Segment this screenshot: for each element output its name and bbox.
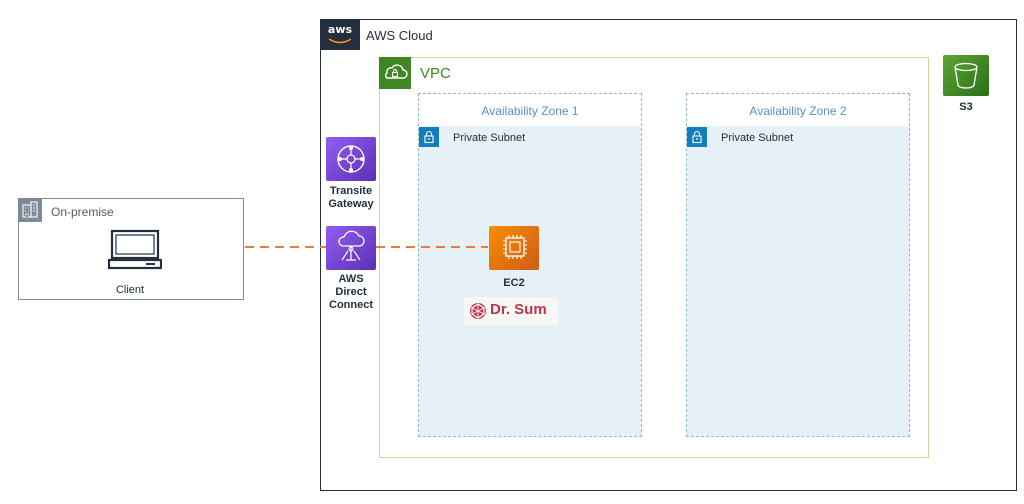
private-subnet-1-label: Private Subnet xyxy=(453,132,526,144)
client-label: Client xyxy=(115,284,145,296)
subnet-lock-icon xyxy=(419,127,439,147)
ec2-icon xyxy=(489,226,539,270)
aws-logo-text: aws xyxy=(327,23,353,36)
drsum-logo-text: Dr. Sum xyxy=(490,301,547,318)
direct-connect-label: AWS Direct Connect xyxy=(329,273,373,311)
onpremise-group xyxy=(18,198,244,300)
drsum-logo-icon xyxy=(470,303,486,319)
client-computer-icon xyxy=(108,229,162,270)
building-icon xyxy=(18,198,42,222)
onpremise-label: On-premise xyxy=(51,205,114,219)
ec2-label: EC2 xyxy=(503,277,525,289)
availability-zone-2 xyxy=(686,93,910,437)
availability-zone-1-label: Availability Zone 1 xyxy=(481,104,579,118)
availability-zone-2-label: Availability Zone 2 xyxy=(749,104,847,118)
private-subnet-2-label: Private Subnet xyxy=(721,132,794,144)
vpc-cloud-lock-icon xyxy=(379,57,411,89)
subnet-lock-icon xyxy=(687,127,707,147)
availability-zone-1 xyxy=(418,93,642,437)
direct-connect-icon xyxy=(326,226,376,270)
aws-cloud-group xyxy=(320,19,1017,491)
vpc-group xyxy=(379,57,929,458)
vpc-label: VPC xyxy=(420,65,451,82)
aws-cloud-label: AWS Cloud xyxy=(366,28,433,43)
private-subnet-1 xyxy=(419,126,641,436)
s3-bucket-icon xyxy=(943,55,989,96)
transit-gateway-label: Transite Gateway xyxy=(328,185,374,210)
s3-label: S3 xyxy=(959,101,973,113)
transit-gateway-icon xyxy=(326,137,376,181)
aws-logo-icon: aws xyxy=(320,19,360,50)
private-subnet-2 xyxy=(687,126,909,436)
